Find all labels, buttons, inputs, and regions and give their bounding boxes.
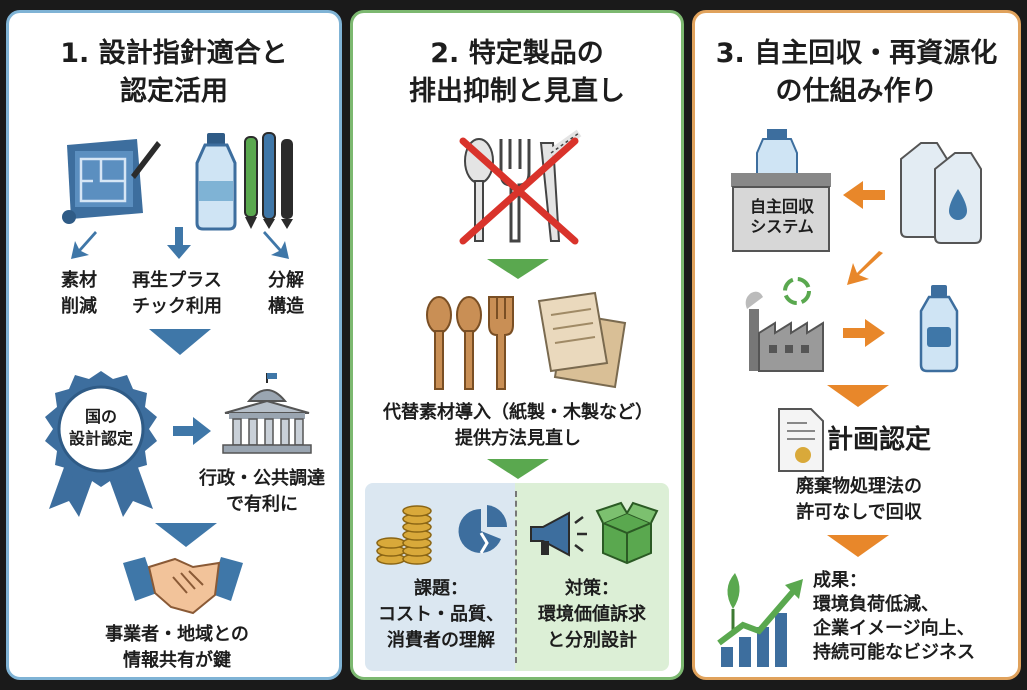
arrow-down-right-icon	[263, 231, 289, 259]
recycling-factory-icon	[745, 277, 824, 372]
panel1-title-line2: 認定活用	[120, 76, 228, 107]
bottle-icon	[195, 133, 237, 231]
divider	[515, 491, 517, 663]
arrow-right-icon	[173, 417, 211, 445]
gov-text-l2: で有利に	[226, 494, 298, 515]
collection-box-l2: システム	[750, 217, 814, 236]
refill-pouch-icon	[900, 142, 982, 244]
arrow-down-icon	[155, 523, 217, 547]
issue-l3: 消費者の理解	[387, 630, 495, 651]
wooden-cutlery-icon	[426, 296, 514, 390]
box-icon	[595, 501, 659, 565]
blueprint-icon	[62, 139, 161, 224]
arrow-down-left-icon	[847, 251, 883, 285]
alternative-materials-l2: 提供方法見直し	[455, 428, 581, 449]
panel-design-guidelines: 1. 設計指針適合と 認定活用 素材 削減 再生プラス チック利用 分解 構造	[6, 10, 342, 680]
collection-box-icon	[731, 129, 831, 252]
item-disassembly-l2: 構造	[268, 296, 304, 317]
panel-specific-products: 2. 特定製品の 排出抑制と見直し 代替素材導入（紙製・木製など） 提供方法見直…	[350, 10, 684, 680]
panel1-title-line1: 1. 設計指針適合と	[60, 38, 288, 69]
arrow-down-icon	[487, 259, 549, 279]
badge-text-l1: 国の	[84, 407, 117, 426]
panel2-title-line1: 2. 特定製品の	[430, 38, 604, 69]
result-l1: 成果：	[813, 570, 867, 591]
plan-certification-label: 計画認定	[827, 425, 932, 455]
gov-text-l1: 行政・公共調達	[199, 468, 325, 489]
broken-pie-icon	[458, 505, 508, 554]
megaphone-icon	[530, 511, 587, 557]
arrow-down-icon	[149, 329, 211, 355]
measure-l2: 環境価値訴求	[538, 604, 646, 625]
alternative-materials-l1: 代替素材導入（紙製・木製など）	[383, 402, 653, 423]
arrow-down-icon	[487, 459, 549, 479]
government-building-icon	[222, 373, 312, 454]
badge-text-l2: 設計認定	[68, 429, 133, 448]
waste-law-l1: 廃棄物処理法の	[796, 476, 922, 497]
bottom-text-l2: 情報共有が鍵	[123, 650, 231, 671]
paper-icon	[537, 291, 627, 389]
waste-law-l2: 許可なしで回収	[796, 502, 922, 523]
issue-l1: 課題：	[414, 578, 468, 599]
coins-icon	[376, 505, 432, 565]
panel3-title-line1: 3. 自主回収・再資源化	[715, 38, 998, 69]
item-disassembly-l1: 分解	[268, 270, 304, 291]
arrow-down-icon	[827, 535, 889, 557]
arrow-left-icon	[843, 181, 885, 209]
bottle-icon	[919, 285, 959, 373]
collection-box-l1: 自主回収	[749, 197, 814, 216]
pens-icon	[244, 132, 293, 229]
certificate-icon	[778, 408, 824, 472]
result-l2: 環境負荷低減、	[813, 594, 939, 615]
arrow-down-left-icon	[71, 231, 97, 259]
measure-l1: 対策：	[565, 578, 619, 599]
result-l4: 持続可能なビジネス	[813, 642, 975, 663]
handshake-icon	[123, 557, 243, 615]
item-material-reduction-l1: 素材	[61, 270, 97, 291]
panel2-title-line2: 排出抑制と見直し	[409, 76, 625, 107]
panel-voluntary-collection: 3. 自主回収・再資源化 の仕組み作り 自主回収 システム	[692, 10, 1021, 680]
arrow-down-icon	[167, 227, 191, 259]
result-l3: 企業イメージ向上、	[813, 618, 975, 639]
panel3-title-line2: の仕組み作り	[775, 76, 938, 107]
crossed-cutlery-icon	[459, 129, 582, 245]
badge-icon	[45, 371, 157, 517]
growth-chart-icon	[717, 573, 803, 667]
arrow-right-icon	[843, 319, 885, 347]
item-recycled-plastic-l2: チック利用	[132, 296, 222, 317]
measure-l3: と分別設計	[547, 630, 637, 651]
issue-l2: コスト・品質、	[378, 604, 504, 625]
item-material-reduction-l2: 削減	[61, 296, 97, 317]
arrow-down-icon	[827, 385, 889, 407]
bottom-text-l1: 事業者・地域との	[105, 624, 249, 645]
item-recycled-plastic-l1: 再生プラス	[132, 270, 222, 291]
